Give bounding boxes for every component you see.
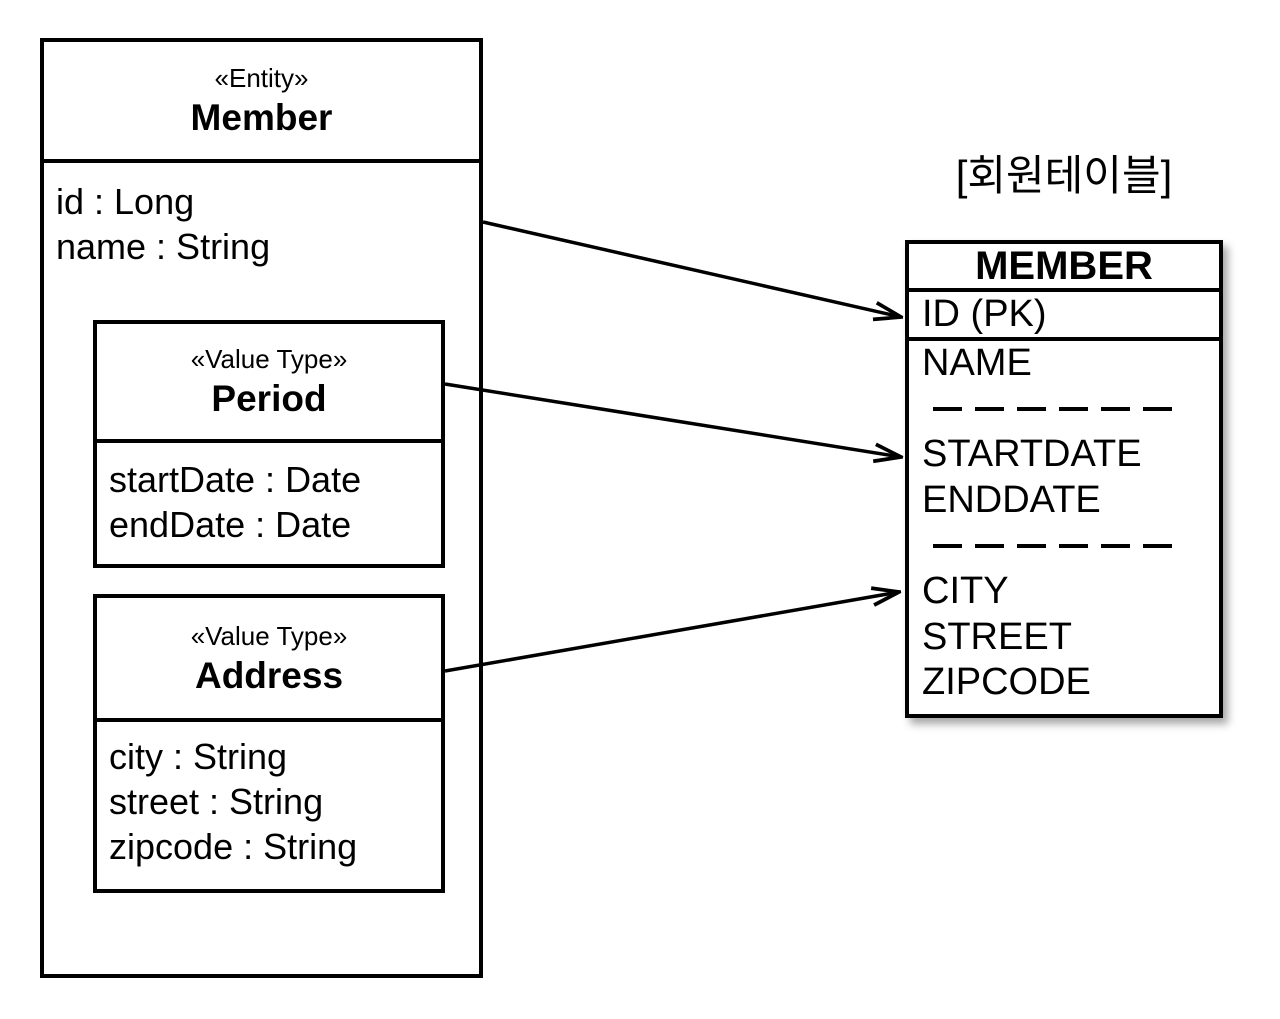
- entity-member-header: «Entity» Member: [44, 42, 479, 163]
- entity-name: Member: [190, 97, 333, 138]
- entity-stereotype: «Entity»: [214, 63, 309, 93]
- table-row-city: CITY: [922, 570, 1009, 613]
- field-street: street : String: [109, 781, 324, 822]
- arrow-period-to-startdate: [444, 382, 901, 457]
- address-header: «Value Type» Address: [97, 598, 441, 722]
- table-row-startdate: STARTDATE: [922, 433, 1142, 476]
- table-divider-2: [909, 523, 1219, 569]
- member-table-title: MEMBER: [909, 244, 1219, 292]
- member-table-body: NAME STARTDATE ENDDATE CITY STREET ZIPCO…: [909, 341, 1219, 706]
- period-stereotype: «Value Type»: [190, 344, 348, 374]
- address-fields: city : String street : String zipcode : …: [97, 722, 441, 869]
- dashed-separator: [933, 544, 1180, 549]
- arrow-member-to-id: [482, 220, 901, 317]
- table-divider-1: [909, 387, 1219, 433]
- field-city: city : String: [109, 736, 288, 777]
- field-id: id : Long: [56, 181, 195, 222]
- table-row-zipcode: ZIPCODE: [922, 661, 1091, 704]
- table-row-name: NAME: [922, 342, 1032, 385]
- period-header: «Value Type» Period: [97, 324, 441, 443]
- table-caption: [회원테이블]: [955, 152, 1173, 199]
- dashed-separator: [933, 407, 1180, 412]
- value-type-address-box: «Value Type» Address city : String stree…: [93, 594, 445, 893]
- field-zipcode: zipcode : String: [109, 826, 358, 867]
- field-enddate: endDate : Date: [109, 504, 352, 545]
- field-startdate: startDate : Date: [109, 459, 362, 500]
- period-fields: startDate : Date endDate : Date: [97, 443, 441, 547]
- table-row-street: STREET: [922, 615, 1072, 658]
- field-name: name : String: [56, 226, 271, 267]
- address-stereotype: «Value Type»: [190, 620, 348, 651]
- period-name: Period: [211, 378, 327, 419]
- entity-member-fields: id : Long name : String: [44, 163, 479, 269]
- address-name: Address: [194, 654, 344, 696]
- arrow-address-to-city: [444, 592, 899, 673]
- table-row-id-pk: ID (PK): [909, 292, 1219, 341]
- member-table: MEMBER ID (PK) NAME STARTDATE ENDDATE CI…: [905, 240, 1223, 718]
- value-type-period-box: «Value Type» Period startDate : Date end…: [93, 320, 445, 568]
- table-row-enddate: ENDDATE: [922, 479, 1101, 522]
